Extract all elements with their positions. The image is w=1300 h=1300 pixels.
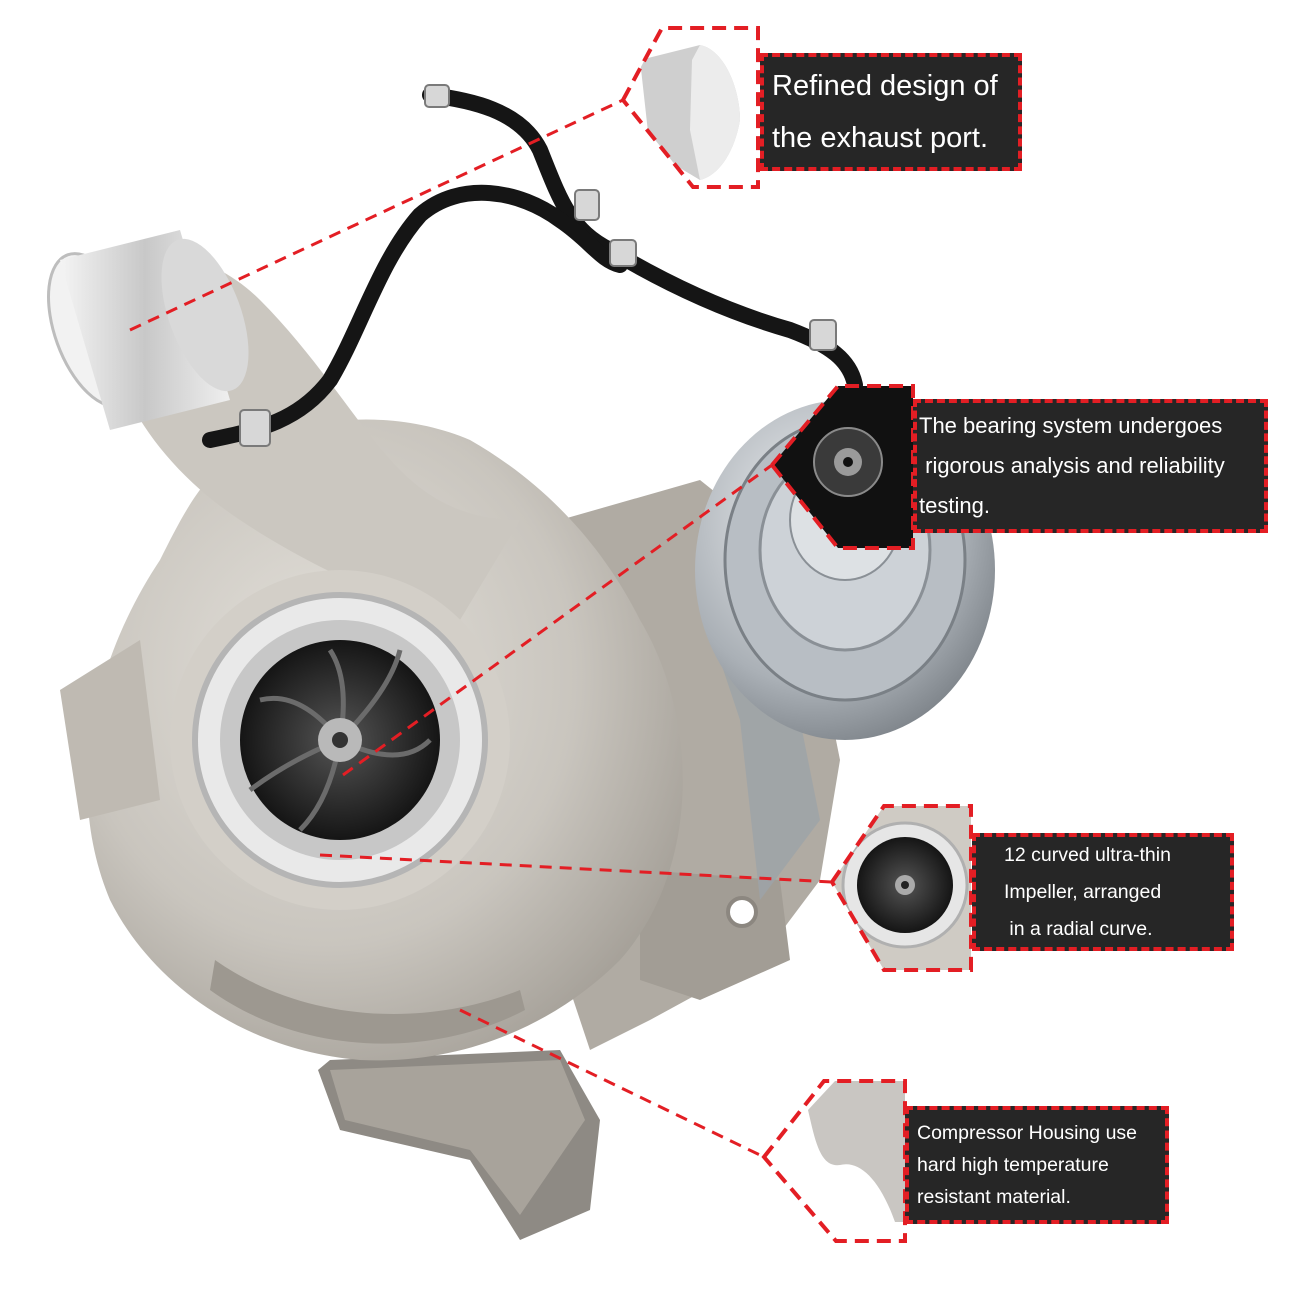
callout-text-line: Impeller, arranged [1004,880,1162,903]
callout-bearing-system: The bearing system undergoes rigorous an… [913,399,1268,533]
callout-text-line: 12 curved ultra-thin [1004,843,1171,866]
callout-compressor-housing: Compressor Housing use hard high tempera… [905,1106,1169,1224]
callout-text-line: Compressor Housing use [917,1122,1138,1144]
compressor-inlet [170,570,510,910]
callout-text-line: the exhaust port. [772,122,989,154]
housing-thumbnail [761,1079,907,1243]
callout-text-line: The bearing system undergoes [919,413,1223,438]
callout-leader-lines [129,98,833,1159]
exhaust-flange [318,1050,600,1240]
callout-text-line: hard high temperature [917,1154,1109,1176]
callout-text-line: rigorous analysis and reliability [919,453,1225,478]
hose-clamps [239,84,837,447]
exhaust-port-thumbnail [620,26,760,189]
callout-text-line: resistant material. [917,1186,1071,1208]
exhaust-port [47,230,249,430]
impeller-thumbnail [829,804,973,972]
callout-impeller: 12 curved ultra-thin Impeller, arranged … [972,833,1234,951]
callout-text-line: in a radial curve. [1004,917,1153,940]
callout-text-line: Refined design of [772,70,998,102]
callout-text-line: testing. [919,493,990,518]
callout-exhaust-port: Refined design of the exhaust port. [760,53,1022,171]
